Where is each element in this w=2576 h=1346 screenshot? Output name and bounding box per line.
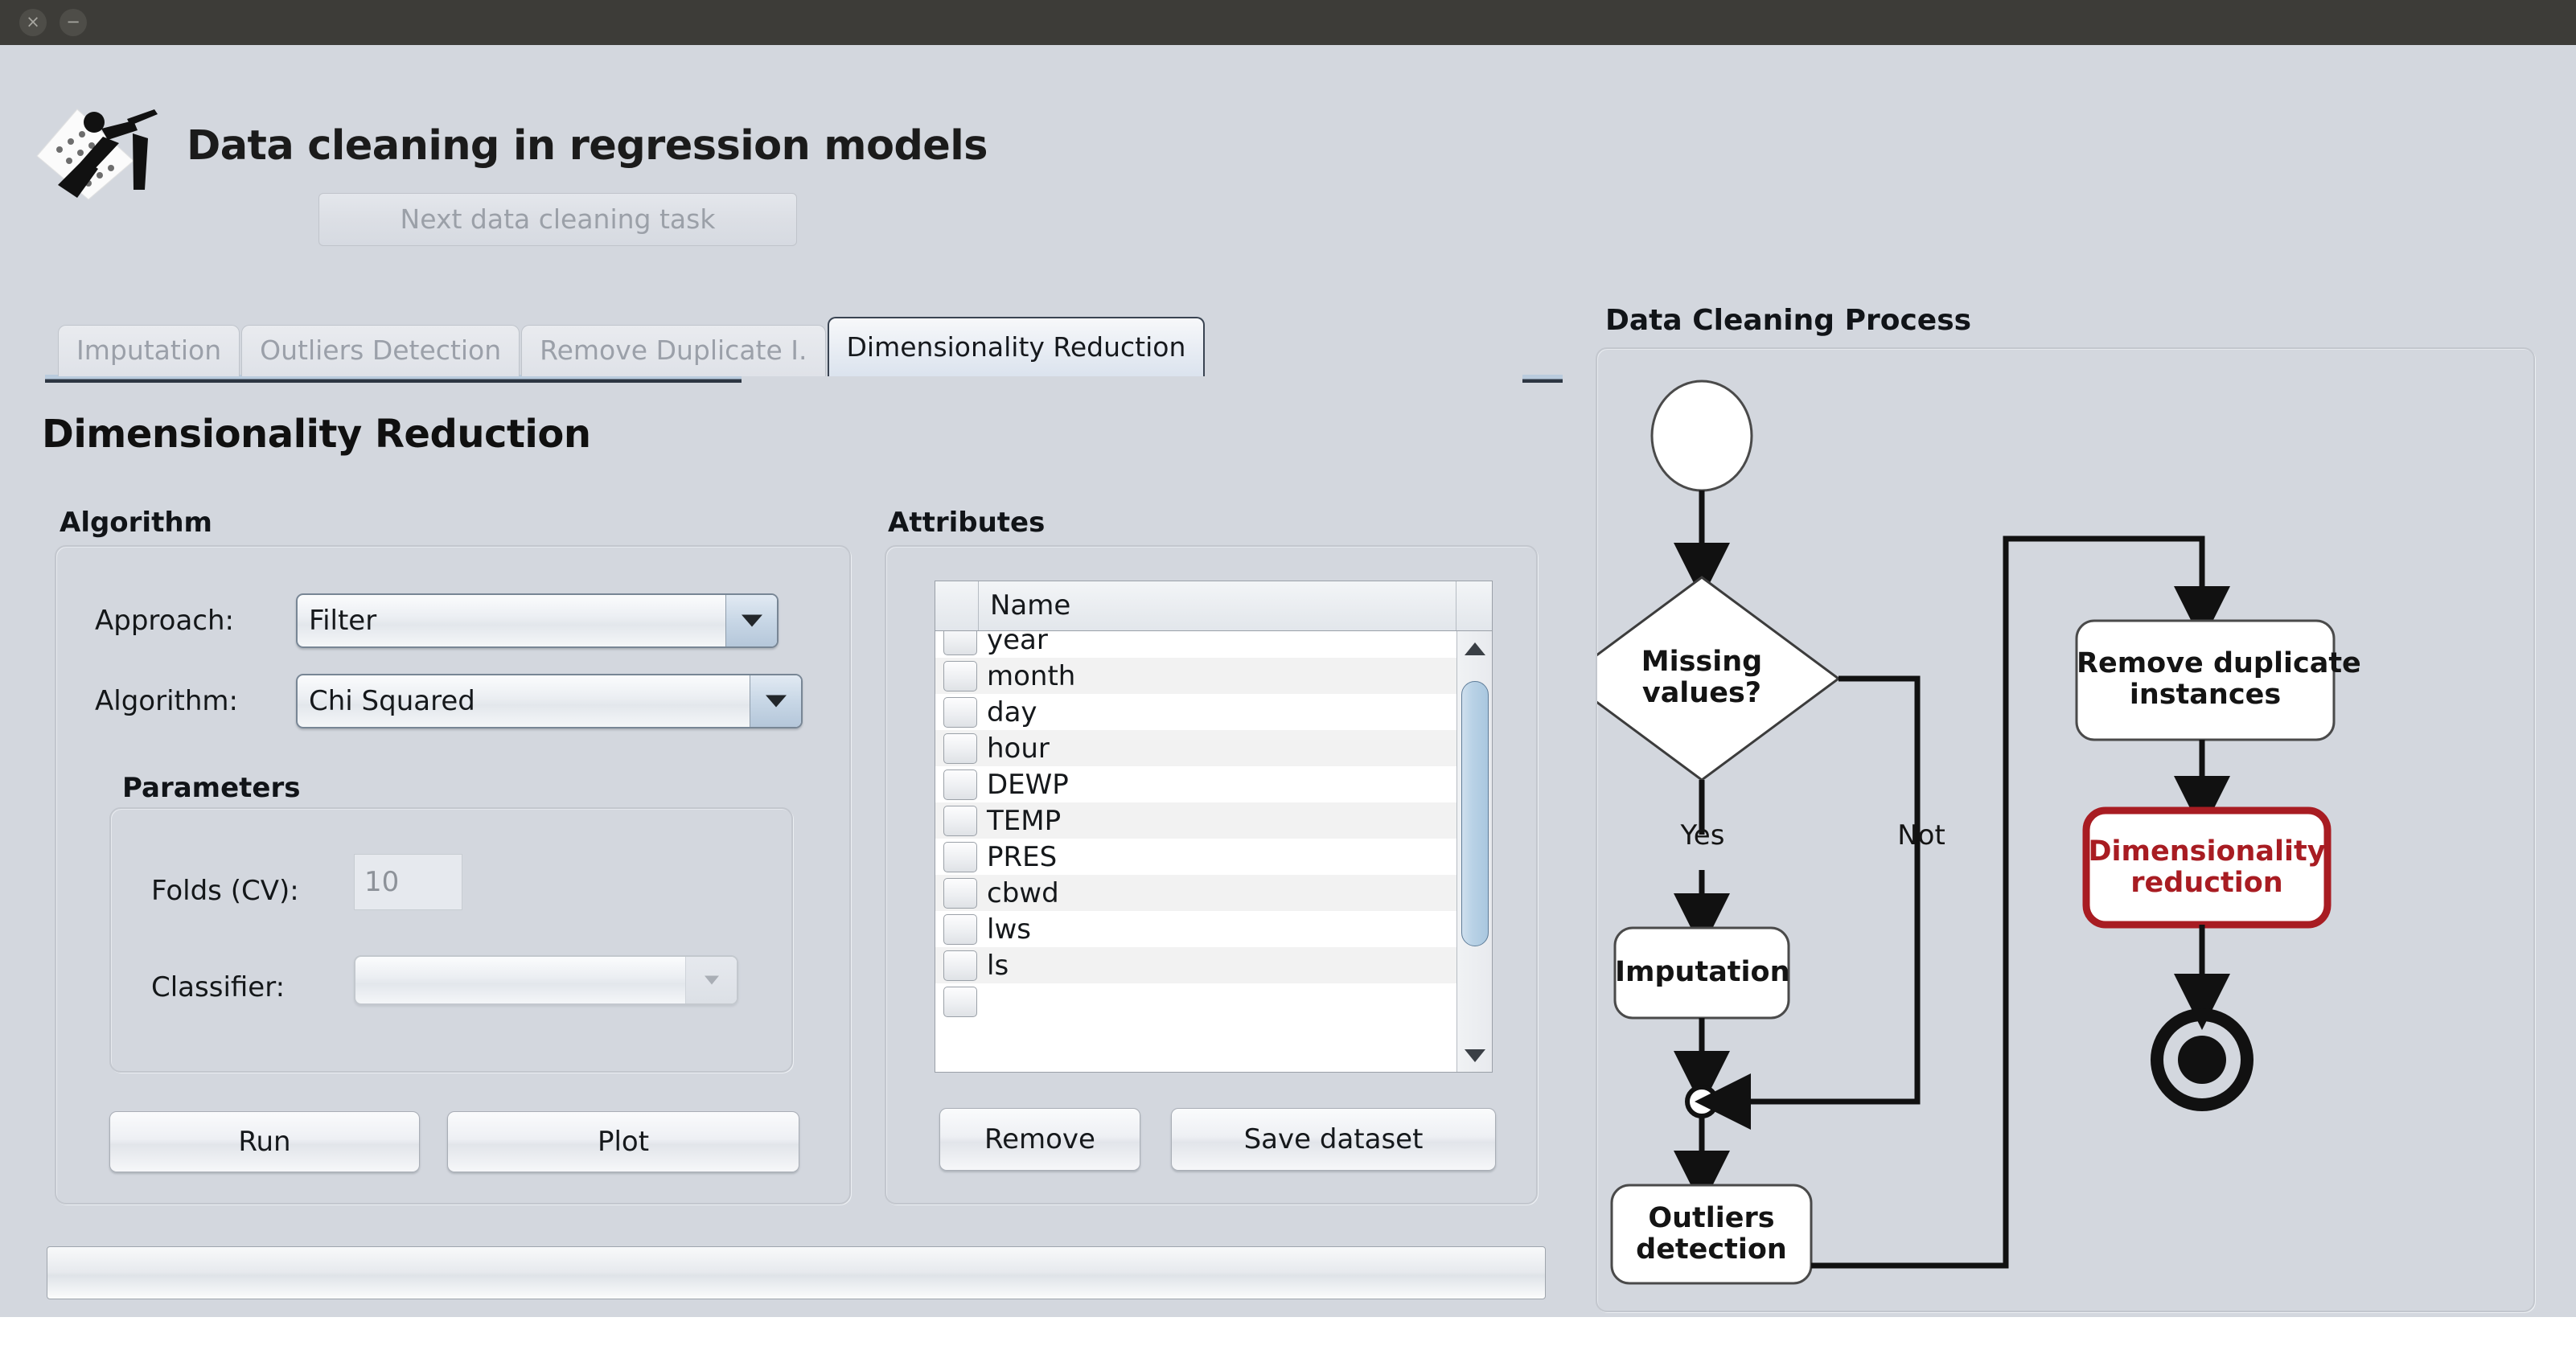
tab-underline-right xyxy=(1522,375,1563,383)
attributes-group-title: Attributes xyxy=(888,507,1046,539)
attribute-name: ls xyxy=(987,949,1009,982)
classifier-label: Classifier: xyxy=(151,971,286,1003)
outliers-detection-node-label: Outliers detection xyxy=(1636,1202,1787,1266)
remove-duplicate-node-label: Remove duplicate instances xyxy=(2077,647,2361,712)
column-header-spacer xyxy=(1456,581,1492,630)
chevron-down-icon[interactable] xyxy=(685,957,737,1003)
dimensionality-reduction-node-label: Dimensionality reduction xyxy=(2088,835,2326,900)
run-button[interactable]: Run xyxy=(109,1111,420,1172)
attribute-name: PRES xyxy=(987,840,1058,873)
parameters-group-box xyxy=(109,807,793,1073)
window-titlebar: × − xyxy=(0,0,2576,45)
plot-button[interactable]: Plot xyxy=(447,1111,799,1172)
approach-select-value: Filter xyxy=(309,605,377,637)
row-checkbox[interactable] xyxy=(943,913,977,945)
classifier-select-value xyxy=(355,957,685,1003)
table-row[interactable]: ls xyxy=(935,947,1492,983)
table-row[interactable]: PRES xyxy=(935,839,1492,875)
chevron-down-icon[interactable] xyxy=(725,595,777,646)
remove-button[interactable]: Remove xyxy=(939,1108,1140,1171)
classifier-select[interactable] xyxy=(354,955,738,1005)
attribute-name: year xyxy=(987,631,1048,656)
tab-dimensionality-reduction[interactable]: Dimensionality Reduction xyxy=(827,317,1206,376)
table-row[interactable]: lws xyxy=(935,911,1492,947)
column-header-checkbox[interactable] xyxy=(935,581,979,630)
table-row[interactable] xyxy=(935,983,1492,1020)
approach-label: Approach: xyxy=(95,605,234,637)
algorithm-label: Algorithm: xyxy=(95,685,238,717)
attributes-table-header: Name xyxy=(935,581,1492,631)
tab-imputation[interactable]: Imputation xyxy=(58,325,240,376)
attribute-name: DEWP xyxy=(987,768,1069,801)
folds-cv-input[interactable]: 10 xyxy=(354,854,462,910)
diagram-title: Data Cleaning Process xyxy=(1605,304,1972,337)
tab-outliers-detection[interactable]: Outliers Detection xyxy=(241,325,520,376)
not-edge-label: Not xyxy=(1897,819,1945,852)
table-row[interactable]: hour xyxy=(935,730,1492,766)
table-row[interactable]: TEMP xyxy=(935,802,1492,839)
minimize-icon[interactable]: − xyxy=(60,9,87,36)
table-row[interactable]: year xyxy=(935,631,1492,658)
page-title: Data cleaning in regression models xyxy=(187,122,988,170)
row-checkbox[interactable] xyxy=(943,950,977,981)
section-heading: Dimensionality Reduction xyxy=(42,412,591,457)
table-row[interactable]: DEWP xyxy=(935,766,1492,802)
approach-select[interactable]: Filter xyxy=(296,593,779,648)
data-cleaning-process-diagram: Missing values? Yes Not Imputation Outli… xyxy=(1596,347,2535,1312)
row-checkbox[interactable] xyxy=(943,660,977,691)
application-window: × − xyxy=(0,0,2576,1317)
row-checkbox[interactable] xyxy=(943,877,977,909)
attribute-name: hour xyxy=(987,732,1050,765)
row-checkbox[interactable] xyxy=(943,769,977,800)
tab-underline xyxy=(45,375,742,383)
attribute-name: lws xyxy=(987,913,1031,946)
tab-bar: Imputation Outliers Detection Remove Dup… xyxy=(58,317,1206,376)
attribute-name: cbwd xyxy=(987,876,1059,909)
row-checkbox[interactable] xyxy=(943,986,977,1017)
save-dataset-button[interactable]: Save dataset xyxy=(1171,1108,1496,1171)
attributes-table: Name year month day hour DEWP xyxy=(935,581,1493,1073)
attribute-name: month xyxy=(987,659,1076,692)
row-checkbox[interactable] xyxy=(943,696,977,728)
scrollbar-thumb[interactable] xyxy=(1461,681,1489,946)
row-checkbox[interactable] xyxy=(943,631,977,655)
chevron-down-icon[interactable] xyxy=(750,675,801,727)
row-checkbox[interactable] xyxy=(943,805,977,836)
triangle-down-icon[interactable] xyxy=(1457,1038,1492,1072)
table-row[interactable]: cbwd xyxy=(935,875,1492,911)
algorithm-select[interactable]: Chi Squared xyxy=(296,674,803,728)
row-checkbox[interactable] xyxy=(943,733,977,764)
close-icon[interactable]: × xyxy=(19,9,47,36)
attribute-name: day xyxy=(987,696,1037,728)
column-header-name[interactable]: Name xyxy=(979,581,1456,630)
status-progress-bar xyxy=(47,1246,1546,1299)
imputation-node-label: Imputation xyxy=(1615,956,1790,988)
attributes-scrollbar[interactable] xyxy=(1456,631,1492,1072)
table-row[interactable]: day xyxy=(935,694,1492,730)
algorithm-select-value: Chi Squared xyxy=(309,685,475,717)
tab-remove-duplicate-instances[interactable]: Remove Duplicate I. xyxy=(521,325,826,376)
parameters-group-title: Parameters xyxy=(122,772,301,804)
attributes-table-body: year month day hour DEWP TEMP xyxy=(935,631,1492,1072)
decision-node-label: Missing values? xyxy=(1641,646,1763,710)
triangle-up-icon[interactable] xyxy=(1457,631,1492,667)
table-row[interactable]: month xyxy=(935,658,1492,694)
data-cleaning-broom-icon xyxy=(31,101,159,204)
next-data-cleaning-task-button[interactable]: Next data cleaning task xyxy=(318,193,797,246)
folds-cv-label: Folds (CV): xyxy=(151,875,299,907)
row-checkbox[interactable] xyxy=(943,841,977,872)
algorithm-group-title: Algorithm xyxy=(60,507,212,539)
yes-edge-label: Yes xyxy=(1680,819,1725,852)
attribute-name: TEMP xyxy=(987,804,1062,837)
